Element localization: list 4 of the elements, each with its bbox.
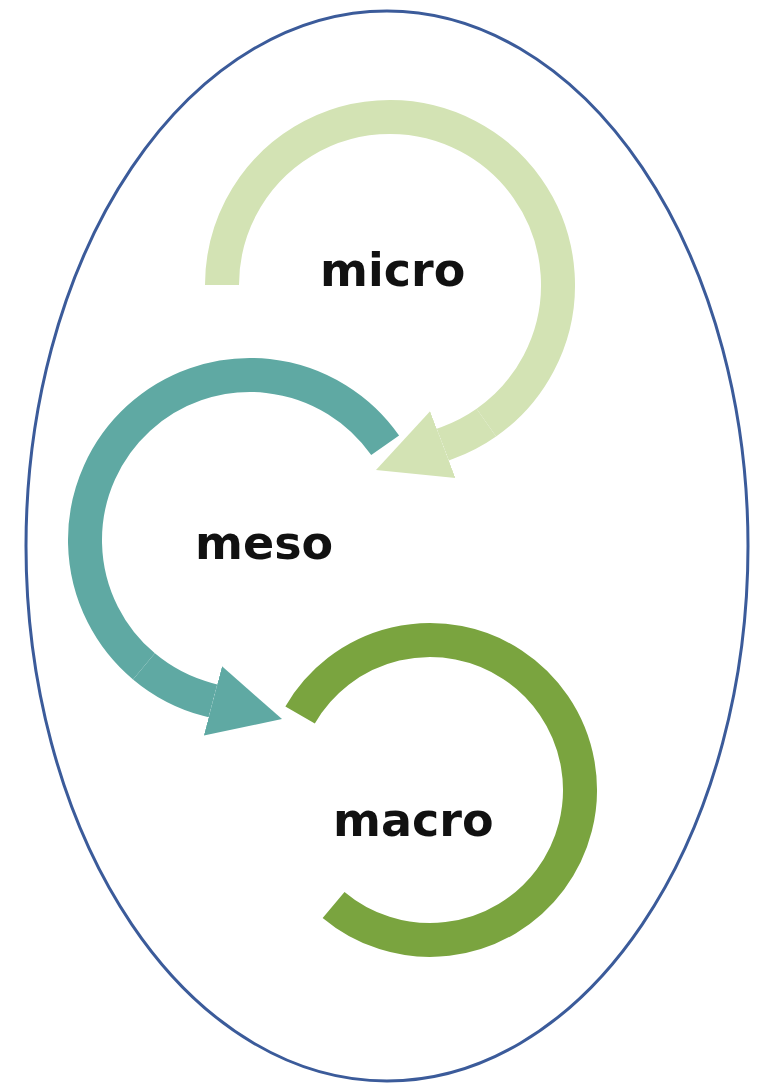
curved-arrow [376,408,496,479]
stage-label: micro [320,247,466,293]
stage-label: macro [333,797,494,843]
stage-label: meso [195,520,334,566]
